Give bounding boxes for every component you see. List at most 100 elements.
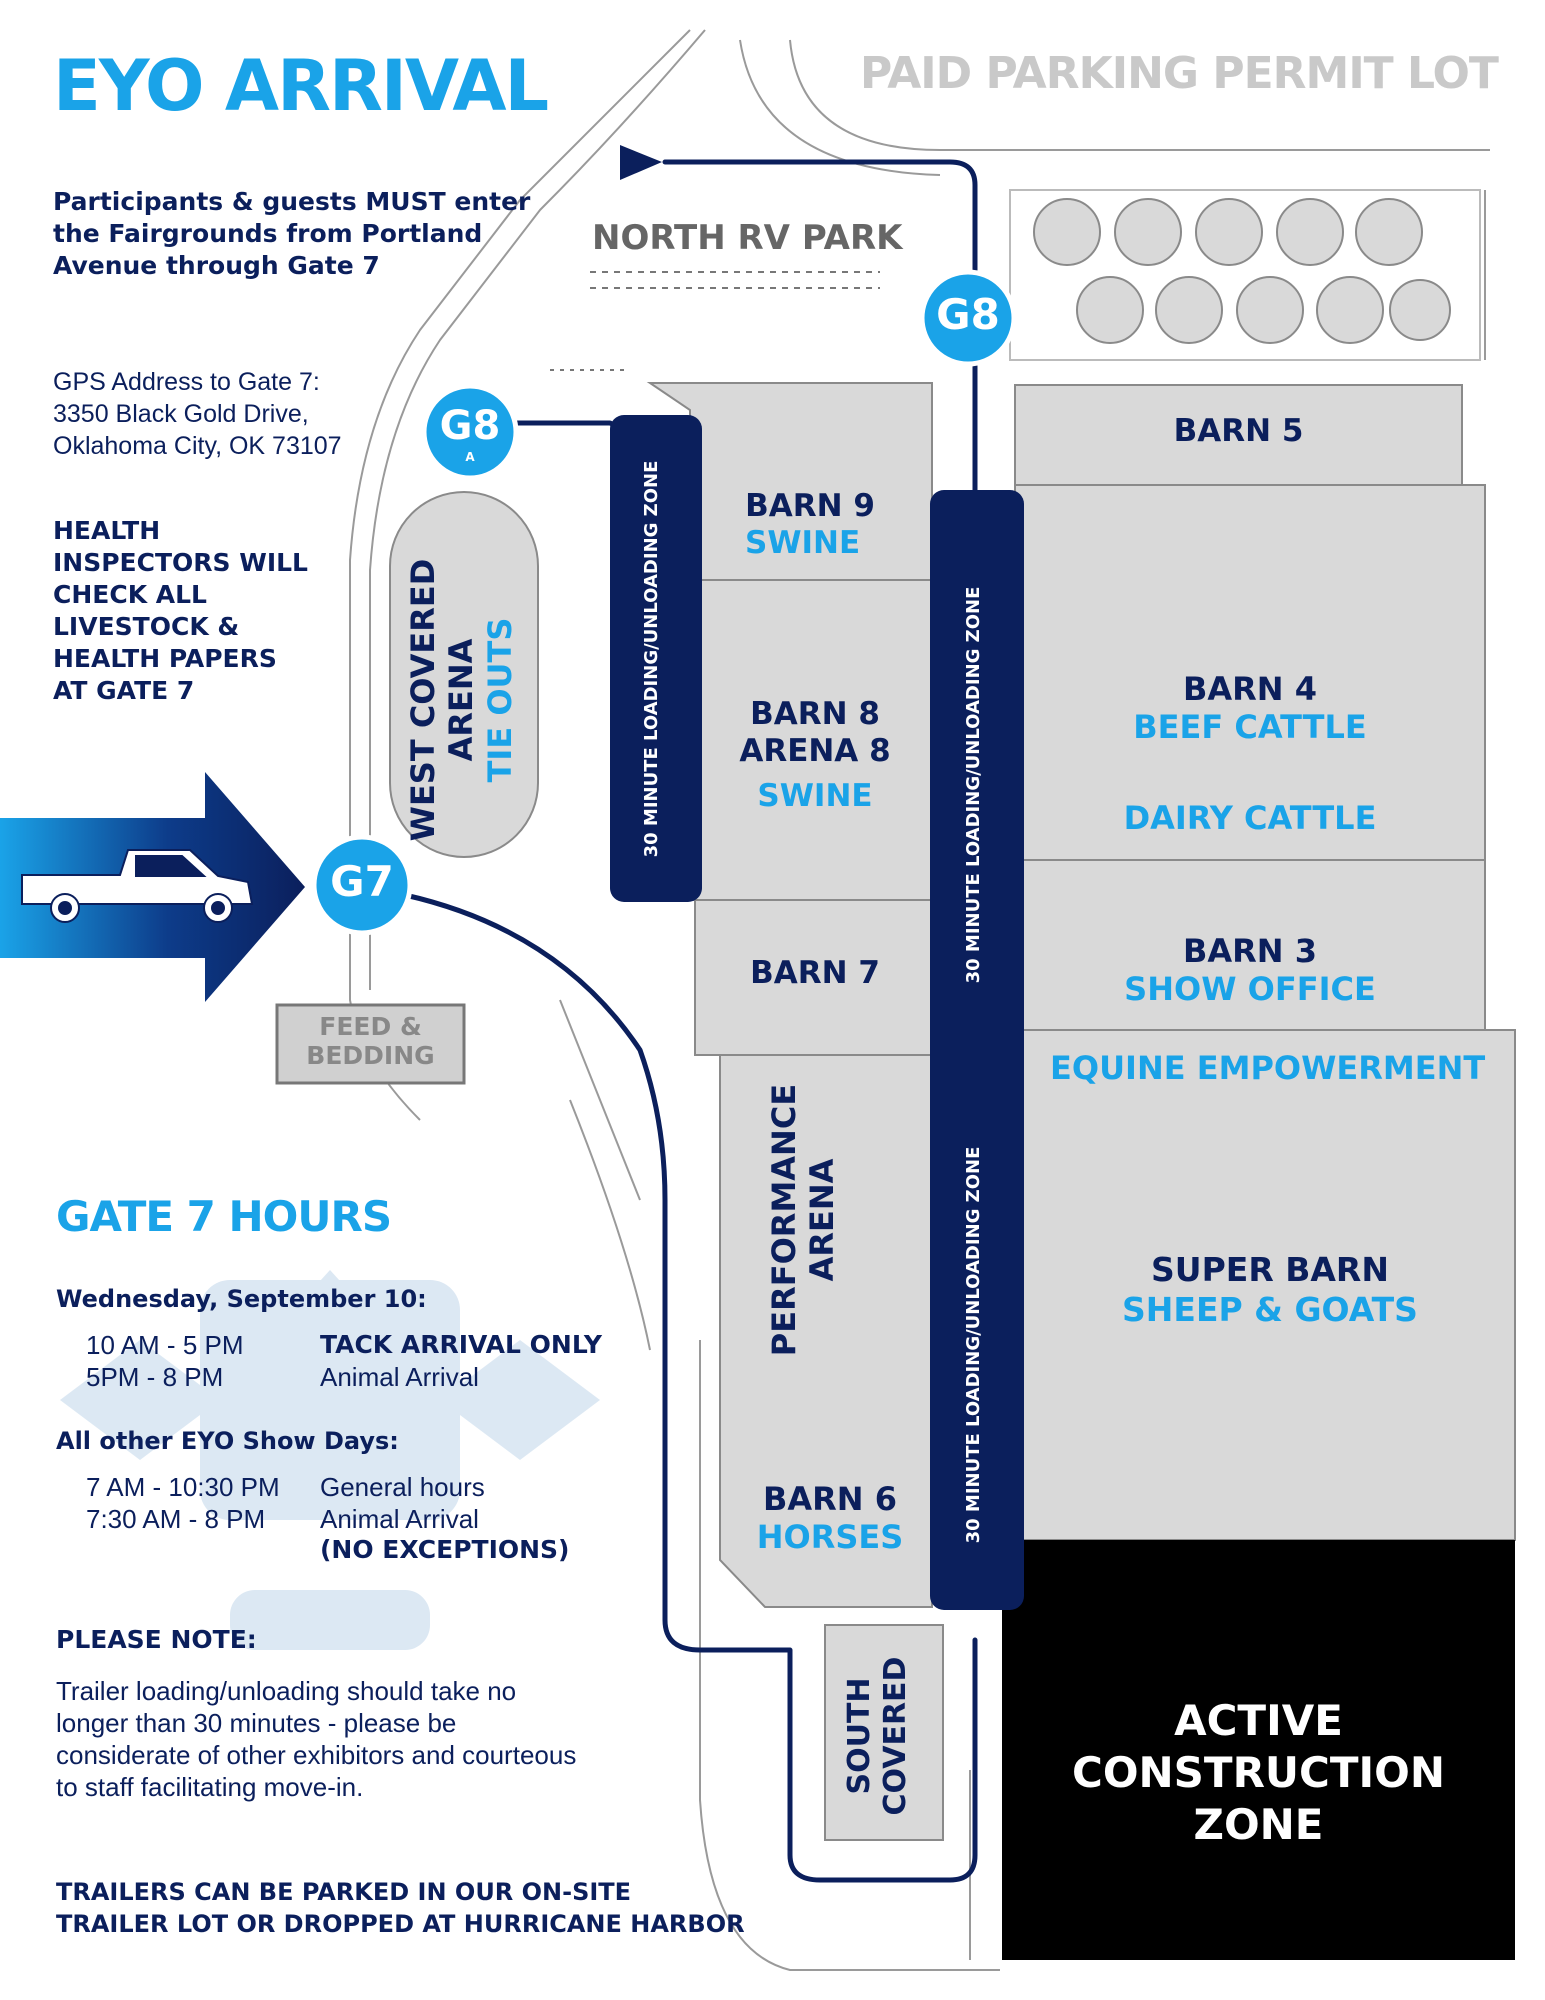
- north-rv-park-label: NORTH RV PARK: [592, 218, 903, 258]
- barn-9-use: SWINE: [745, 525, 861, 562]
- barn-9-name: BARN 9: [745, 488, 875, 524]
- note-text: Trailer loading/unloading should take no…: [56, 1675, 716, 1803]
- rv-park-markers: [550, 271, 880, 371]
- performance-arena-label: PERFORMANCE ARENA: [765, 1070, 855, 1370]
- barn-8-name1: BARN 8: [750, 696, 880, 732]
- performance-line2: ARENA: [803, 1158, 842, 1282]
- super-barn-use: SHEEP & GOATS: [1122, 1289, 1418, 1329]
- barn-8-label: BARN 8 ARENA 8 SWINE: [700, 696, 930, 816]
- loading-zone-east-shape: [930, 490, 1024, 1610]
- gps-address: GPS Address to Gate 7: 3350 Black Gold D…: [53, 366, 433, 462]
- page-title: EYO ARRIVAL: [53, 45, 549, 127]
- other-days-label: All other EYO Show Days:: [56, 1427, 399, 1455]
- gps-line: 3350 Black Gold Drive,: [53, 400, 309, 428]
- health-line: HEALTH PAPERS: [53, 644, 277, 673]
- construction-line1: ACTIVE: [1174, 1696, 1343, 1745]
- paid-parking-label: PAID PARKING PERMIT LOT: [860, 48, 1499, 99]
- super-barn-shape: [1014, 1029, 1516, 1541]
- entry-instructions: Participants & guests MUST enter the Fai…: [53, 186, 533, 282]
- construction-line2: CONSTRUCTION: [1072, 1748, 1445, 1797]
- wednesday-desc-1: TACK ARRIVAL ONLY: [320, 1330, 602, 1359]
- barn-7-shape: [694, 899, 933, 1056]
- trailer-line: TRAILERS CAN BE PARKED IN OUR ON-SITE: [56, 1878, 632, 1906]
- gate-g8a-circle: [421, 383, 519, 481]
- health-line: AT GATE 7: [53, 676, 195, 705]
- performance-line1: PERFORMANCE: [765, 1083, 803, 1357]
- entry-line: Avenue through Gate 7: [53, 251, 380, 280]
- storage-tanks: [1009, 189, 1481, 361]
- gate-g8a-label: G8: [439, 403, 501, 449]
- note-line: to staff facilitating move-in.: [56, 1772, 364, 1802]
- barn-8-name2: ARENA 8: [739, 733, 891, 770]
- barn-4-shape: [1014, 484, 1486, 861]
- wednesday-desc-2: Animal Arrival: [320, 1362, 479, 1392]
- feed-bedding-shape: [275, 1003, 466, 1085]
- barn-3-use: SHOW OFFICE: [1124, 970, 1376, 1009]
- barn-8-use: SWINE: [757, 778, 873, 815]
- barn-6-use: HORSES: [756, 1518, 904, 1557]
- truck-icon: [21, 849, 254, 923]
- barn-5-shape: [1014, 384, 1463, 486]
- note-heading: PLEASE NOTE:: [56, 1625, 257, 1654]
- barn-8-shape: [689, 579, 933, 901]
- other-time-2: 7:30 AM - 8 PM: [86, 1504, 266, 1534]
- barn-9-label: BARN 9 SWINE: [700, 488, 920, 562]
- feed-bedding-label: FEED & BEDDING: [277, 1012, 464, 1070]
- note-line: longer than 30 minutes - please be: [56, 1708, 457, 1738]
- south-covered-line1: SOUTH: [842, 1677, 877, 1795]
- construction-zone-shape: [1002, 1540, 1515, 1960]
- buildings: [275, 382, 1516, 1841]
- other-desc-1: General hours: [320, 1472, 485, 1502]
- entry-line: Participants & guests MUST enter: [53, 187, 531, 216]
- west-covered-arena-shape: [389, 491, 539, 858]
- construction-line3: ZONE: [1193, 1800, 1324, 1849]
- health-line: LIVESTOCK &: [53, 612, 240, 641]
- gate-g7-label: G7: [330, 857, 394, 906]
- barn-4-name: BARN 4: [1183, 670, 1317, 708]
- barn-4-use1: BEEF CATTLE: [1133, 708, 1367, 747]
- gps-line: GPS Address to Gate 7:: [53, 368, 320, 396]
- super-barn-name: SUPER BARN: [1151, 1250, 1389, 1289]
- barn-6-name: BARN 6: [763, 1480, 897, 1518]
- gate-hours-title: GATE 7 HOURS: [56, 1192, 392, 1241]
- entry-line: the Fairgrounds from Portland: [53, 219, 483, 248]
- barn-7-label: BARN 7: [700, 955, 930, 992]
- west-arena-line1: WEST COVERED: [404, 558, 442, 842]
- gps-line: Oklahoma City, OK 73107: [53, 432, 342, 460]
- note-line: considerate of other exhibitors and cour…: [56, 1740, 577, 1770]
- barn-4-label: BARN 4 BEEF CATTLE DAIRY CATTLE: [1015, 670, 1485, 837]
- gate-g8a-sub-label: A: [465, 450, 475, 464]
- health-line: HEALTH: [53, 516, 161, 545]
- trailer-parking-notice: TRAILERS CAN BE PARKED IN OUR ON-SITE TR…: [56, 1876, 836, 1940]
- south-covered-shape: [824, 1624, 944, 1841]
- barn-3-name: BARN 3: [1183, 932, 1317, 970]
- south-covered-line2: COVERED: [878, 1656, 913, 1816]
- gate-g8-top-circle: [919, 269, 1017, 367]
- barn-6-label: BARN 6 HORSES: [720, 1480, 940, 1557]
- loading-zone-west-shape: [610, 415, 702, 902]
- health-inspection-notice: HEALTH INSPECTORS WILL CHECK ALL LIVESTO…: [53, 515, 353, 707]
- wednesday-time-1: 10 AM - 5 PM: [86, 1330, 244, 1360]
- note-line: Trailer loading/unloading should take no: [56, 1676, 517, 1706]
- west-arena-line2: ARENA: [442, 638, 481, 762]
- trailer-line: TRAILER LOT OR DROPPED AT HURRICANE HARB…: [56, 1910, 745, 1938]
- barn-4-use2: DAIRY CATTLE: [1123, 798, 1377, 837]
- construction-zone-label: ACTIVE CONSTRUCTION ZONE: [1002, 1695, 1515, 1851]
- loading-zone-west-label: 30 MINUTE LOADING/UNLOADING ZONE: [641, 460, 662, 858]
- loading-zone-east-lower-label: 30 MINUTE LOADING/UNLOADING ZONE: [963, 1146, 984, 1544]
- health-line: INSPECTORS WILL: [53, 548, 308, 577]
- west-covered-arena-label: WEST COVERED ARENA TIE OUTS: [404, 550, 524, 850]
- no-exceptions-label: (NO EXCEPTIONS): [320, 1535, 570, 1564]
- equine-empowerment-label: EQUINE EMPOWERMENT: [1050, 1049, 1486, 1087]
- barn-3-label: BARN 3 SHOW OFFICE: [1015, 932, 1485, 1009]
- other-desc-2: Animal Arrival: [320, 1504, 479, 1534]
- wednesday-time-2: 5PM - 8 PM: [86, 1362, 224, 1392]
- feed-line2: BEDDING: [306, 1041, 435, 1070]
- wednesday-label: Wednesday, September 10:: [56, 1285, 427, 1313]
- performance-arena-shape: [719, 1054, 933, 1608]
- feed-line1: FEED &: [319, 1012, 422, 1041]
- gate-g7-circle: [311, 834, 413, 936]
- route-arrow-head: [620, 145, 662, 180]
- barn-3-shape: [1014, 859, 1486, 1031]
